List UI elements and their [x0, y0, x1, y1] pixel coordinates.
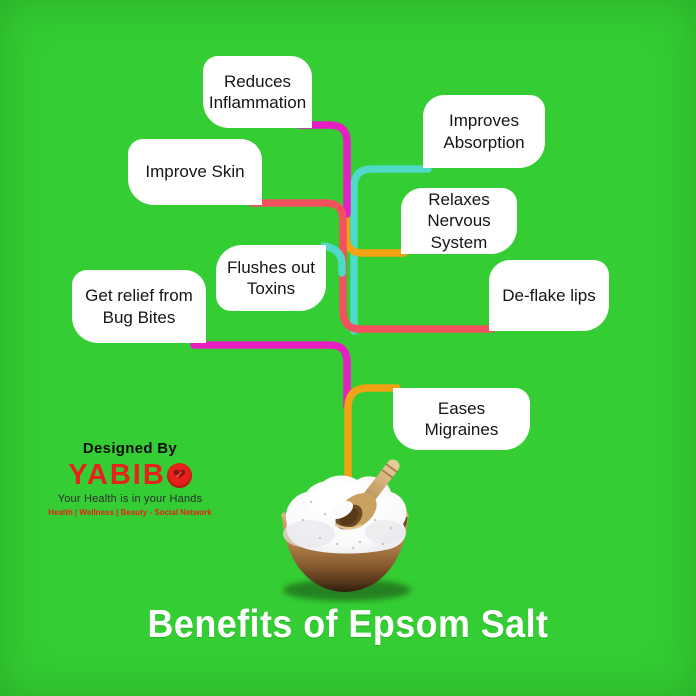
benefit-reduces-inflammation: Reduces Inflammation	[203, 56, 312, 128]
benefit-label: Improves Absorption	[443, 111, 525, 152]
heart-icon: ❤	[172, 466, 186, 484]
connector-flushes-out-toxins	[320, 242, 346, 277]
check-icon: ✓	[175, 470, 184, 481]
designer-logo: Designed By YABIB ❤ ✓ Your Health is in …	[46, 440, 214, 517]
benefit-label: Get relief from Bug Bites	[85, 286, 193, 327]
page-title: Benefits of Epsom Salt	[147, 603, 549, 646]
benefit-relaxes-nervous-system: Relaxes Nervous System	[401, 188, 517, 254]
benefit-eases-migraines: Eases Migraines	[393, 388, 530, 450]
benefit-label: Reduces Inflammation	[208, 71, 307, 112]
benefit-label: Eases Migraines	[424, 398, 499, 439]
brand-services: Health | Wellness | Beauty - Social Netw…	[48, 508, 212, 517]
benefit-improves-absorption: Improves Absorption	[423, 95, 545, 168]
benefit-label: Flushes out Toxins	[227, 257, 315, 298]
benefit-flushes-out-toxins: Flushes out Toxins	[216, 245, 326, 311]
connector-bug-bites	[190, 341, 351, 411]
benefit-label: Relaxes Nervous System	[427, 189, 491, 252]
wooden-scoop	[328, 459, 400, 530]
benefit-label: Improve Skin	[145, 162, 245, 182]
connector-eases-migraines-stem	[344, 384, 401, 503]
connector-improves-absorption	[350, 165, 432, 335]
brand-tagline: Your Health is in your Hands	[57, 493, 203, 505]
epsom-salt-bowl-illustration	[280, 459, 411, 601]
connector-reduces-inflammation	[295, 121, 351, 218]
brand-text: YABIB	[68, 459, 166, 491]
salt-speckles	[301, 500, 393, 550]
benefit-improve-skin: Improve Skin	[128, 139, 262, 205]
benefit-deflake-lips: De-flake lips	[489, 260, 609, 331]
brand-o-heart-icon: ❤ ✓	[166, 463, 192, 488]
benefit-label: De-flake lips	[502, 285, 596, 305]
brand-yabibo: YABIB ❤ ✓	[46, 461, 214, 490]
designed-by-text: Designed By	[82, 440, 178, 457]
benefit-bug-bites: Get relief from Bug Bites	[72, 270, 206, 343]
